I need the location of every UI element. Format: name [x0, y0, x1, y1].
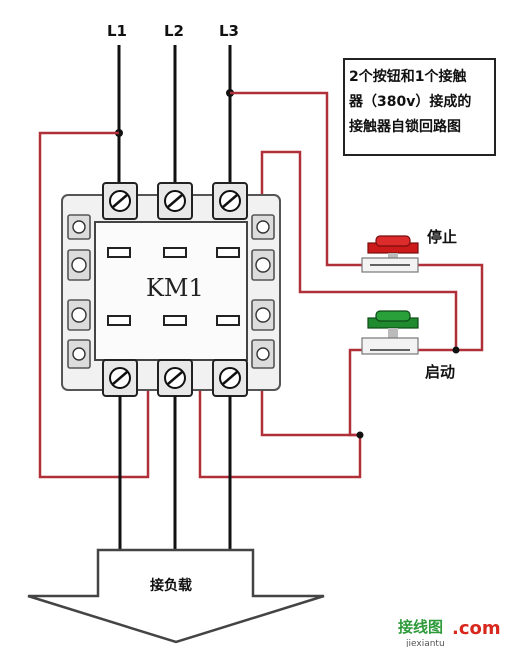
- stop-button: [361, 235, 419, 273]
- wire-l1-to-coil: [38, 131, 150, 479]
- title-line-2: 器（380v）接成的: [349, 94, 472, 110]
- title-line-1: 2个按钮和1个接触: [349, 69, 467, 85]
- junction-start: [452, 346, 460, 354]
- load-arrow: [27, 548, 325, 644]
- wire-aux-top: [260, 150, 458, 350]
- title-line-3: 接触器自锁回路图: [349, 119, 461, 135]
- label-l3: L3: [219, 22, 239, 40]
- label-l1: L1: [107, 22, 127, 40]
- load-label: 接负载: [150, 577, 192, 594]
- start-button: [361, 310, 419, 355]
- wire-l3-to-stop: [230, 91, 362, 267]
- contactor-label: KM1: [146, 274, 204, 302]
- watermark-domain: .com: [452, 618, 501, 639]
- wire-coil-return: [198, 382, 362, 479]
- wire-stop-right: [418, 263, 484, 352]
- wire-start-left: [348, 348, 362, 437]
- watermark-brand: 接线图: [398, 618, 443, 636]
- junction-aux: [356, 431, 364, 439]
- stop-label: 停止: [427, 228, 457, 246]
- watermark-url: jiexiantu: [405, 639, 445, 647]
- label-l2: L2: [164, 22, 184, 40]
- load-wires: [118, 396, 232, 555]
- start-label: 启动: [425, 363, 455, 381]
- contactor-km1: [61, 182, 281, 397]
- diagram-title-box: 2个按钮和1个接触 器（380v）接成的 接触器自锁回路图: [343, 58, 496, 156]
- line-feed-wires: [117, 45, 232, 188]
